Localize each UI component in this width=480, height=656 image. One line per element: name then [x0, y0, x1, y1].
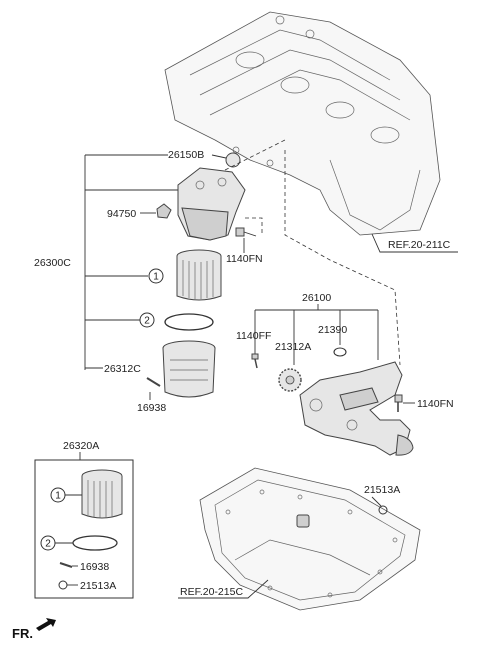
svg-text:2: 2 [144, 316, 150, 327]
label-1140FN-pump: 1140FN [417, 398, 454, 410]
gasket-26150B [225, 152, 241, 168]
o-ring-21390 [333, 347, 347, 357]
sprocket-21312A [278, 368, 302, 392]
service-kit-box [34, 459, 134, 599]
oil-pan-illustration [199, 467, 421, 611]
oil-pump-assembly [299, 361, 414, 456]
front-direction-label: FR. [12, 626, 33, 641]
ref-label-oil-pan: REF.20-215C [180, 586, 243, 598]
label-21390: 21390 [318, 324, 347, 336]
label-16938-upper: 16938 [137, 402, 166, 414]
svg-text:2: 2 [45, 539, 51, 550]
front-arrow-icon [36, 618, 56, 631]
label-1140FN-housing: 1140FN [226, 253, 263, 265]
oil-pressure-sensor-94750 [156, 203, 172, 219]
label-1140FF: 1140FF [236, 330, 271, 342]
drain-gasket-21513A [371, 496, 388, 515]
filter-cap-26312C [162, 340, 216, 398]
ref-label-engine-block: REF.20-211C [388, 239, 451, 251]
filter-element-upper [176, 249, 222, 301]
svg-text:1: 1 [55, 491, 61, 502]
oil-pump-bracket [254, 304, 379, 365]
label-26312C: 26312C [104, 363, 141, 375]
label-21513A-kit: 21513A [80, 580, 116, 592]
kit-o-ring [72, 535, 118, 551]
bolt-1140FN-pump [394, 394, 415, 412]
callout-2-upper: 2 [139, 312, 155, 328]
o-ring-upper [164, 313, 214, 331]
assembly-bracket-26300C [84, 154, 185, 370]
label-26320A: 26320A [63, 440, 99, 452]
label-26150B: 26150B [168, 149, 204, 161]
drain-plug-16938 [146, 377, 161, 400]
kit-filter-element [81, 469, 123, 519]
callout-1-kit: 1 [50, 487, 66, 503]
svg-text:1: 1 [153, 272, 159, 283]
label-26100: 26100 [302, 292, 331, 304]
label-21513A-pan: 21513A [364, 484, 400, 496]
label-16938-kit: 16938 [80, 561, 109, 573]
engine-block-illustration [164, 11, 441, 236]
label-94750: 94750 [107, 208, 136, 220]
label-21312A: 21312A [275, 341, 311, 353]
oil-filter-module-housing [177, 167, 246, 241]
callout-2-kit: 2 [40, 535, 56, 551]
kit-drain-plug [59, 562, 73, 568]
bolt-1140FN-housing [235, 227, 257, 237]
bolt-1140FF [251, 353, 259, 369]
callout-1-upper: 1 [148, 268, 164, 284]
kit-gasket [58, 580, 68, 590]
label-26300C: 26300C [34, 257, 71, 269]
